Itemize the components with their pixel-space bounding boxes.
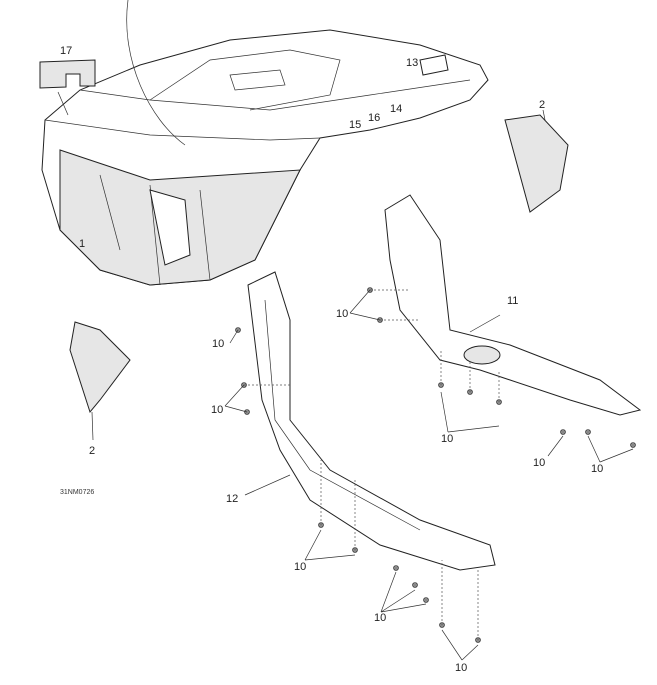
callout-hull: 1: [79, 238, 85, 250]
callout-screw-small: 16: [368, 112, 380, 124]
callout-screw: 10: [294, 561, 306, 573]
side-panel-right: [504, 114, 569, 213]
callout-rail-left: 12: [226, 493, 238, 505]
rail-left-part: [247, 271, 496, 571]
callout-screw: 10: [591, 463, 603, 475]
callout-bracket: 13: [406, 57, 418, 69]
callout-rail-right: 11: [507, 295, 518, 307]
callout-panel-right: 2: [539, 99, 545, 111]
callout-screw: 10: [212, 338, 224, 350]
rail-right-part: [384, 194, 642, 416]
screws: [224, 287, 636, 661]
callout-foam: 17: [60, 45, 72, 57]
callout-screw: 10: [441, 433, 453, 445]
side-panel-left: [69, 321, 131, 414]
callout-nut: 14: [390, 103, 402, 115]
diagram-code: 31NM0726: [60, 489, 94, 496]
callout-screw: 10: [533, 457, 545, 469]
callout-clip: 15: [349, 119, 361, 131]
callout-screw: 10: [336, 308, 348, 320]
callout-screw: 10: [211, 404, 223, 416]
hull-part: [41, 0, 489, 286]
callout-screw: 10: [455, 662, 467, 674]
callout-panel-left: 2: [89, 445, 95, 457]
callout-screw: 10: [374, 612, 386, 624]
foam-part: [39, 59, 96, 89]
